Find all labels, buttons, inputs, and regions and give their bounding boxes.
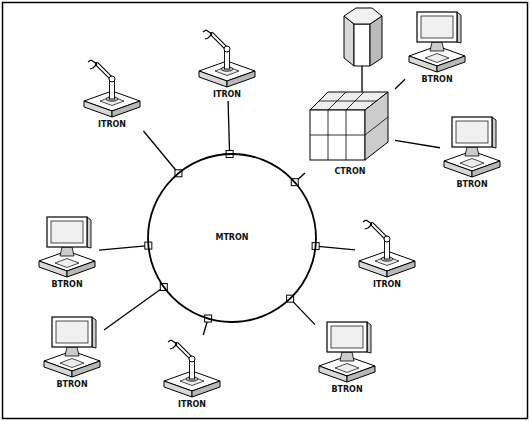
device-node: ITRON — [195, 25, 259, 101]
network-link — [104, 287, 164, 330]
network-link — [395, 79, 405, 89]
network-link — [143, 131, 178, 173]
computer-icon — [409, 12, 465, 72]
device-node: BTRON — [40, 315, 104, 391]
node-label: BTRON — [55, 380, 88, 390]
device-node: BTRON — [440, 115, 504, 191]
network-link — [99, 246, 148, 250]
device-node: ITRON — [355, 215, 419, 291]
node-label: BTRON — [50, 280, 83, 290]
device-node: ITRON — [160, 335, 224, 411]
robot-icon — [359, 220, 415, 277]
network-link — [228, 101, 230, 154]
node-label: CTRON — [334, 167, 367, 177]
node-label: BTRON — [455, 180, 488, 190]
robot-icon — [164, 340, 220, 397]
server-node: CTRON — [305, 88, 395, 178]
network-link — [316, 246, 355, 250]
picture-frame — [3, 3, 528, 419]
server-cluster — [310, 92, 388, 160]
computer-icon — [44, 317, 100, 377]
node-label: ITRON — [372, 280, 402, 290]
robot-icon — [199, 30, 255, 87]
node-label: ITRON — [177, 400, 207, 410]
computer-icon — [319, 322, 375, 382]
device-node: BTRON — [35, 215, 99, 291]
node-label: BTRON — [420, 75, 453, 85]
node-label: ITRON — [212, 90, 242, 100]
computer-icon — [444, 117, 500, 177]
ring-label: MTRON — [214, 233, 249, 243]
node-label: BTRON — [330, 385, 363, 395]
network-link — [395, 140, 440, 147]
computer-icon — [39, 217, 95, 277]
device-node: BTRON — [405, 10, 469, 86]
device-node: BTRON — [315, 320, 379, 396]
robot-icon — [84, 60, 140, 117]
device-node: ITRON — [80, 55, 144, 131]
node-label: ITRON — [97, 120, 127, 130]
storage-unit — [344, 8, 382, 97]
network-ring: MTRON — [147, 153, 317, 323]
